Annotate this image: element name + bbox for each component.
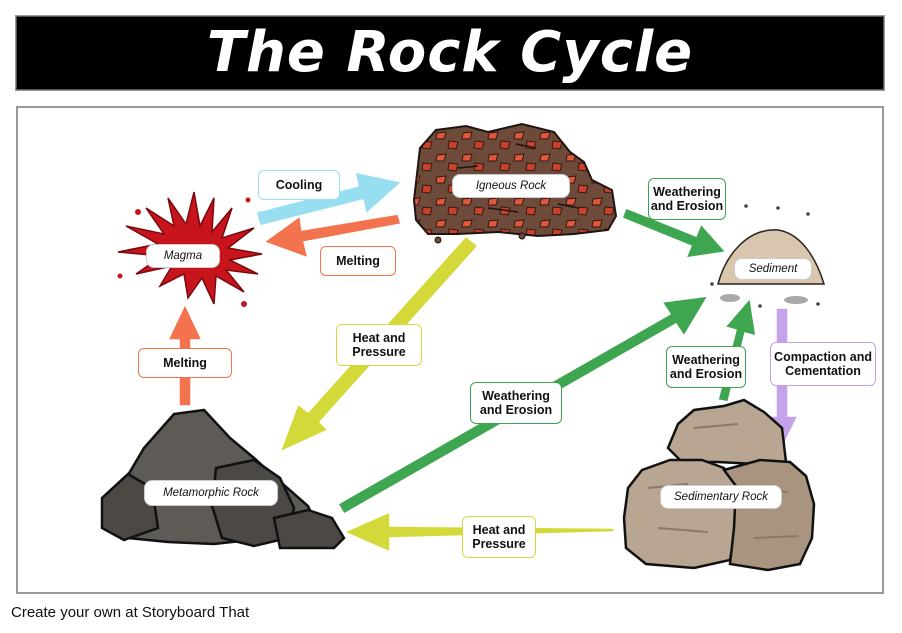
- node-igneous-label: Igneous Rock: [452, 174, 570, 198]
- label-heat-pressure-center: Heat and Pressure: [336, 324, 422, 366]
- label-heat-pressure-bottom-line1: Heat and: [472, 523, 526, 537]
- node-magma-label: Magma: [146, 244, 220, 268]
- title-bar: The Rock Cycle: [16, 16, 884, 90]
- label-weathering-right-line2: and Erosion: [669, 367, 743, 381]
- label-weathering-center: Weathering and Erosion: [470, 382, 562, 424]
- page-title: The Rock Cycle: [206, 20, 694, 85]
- label-weathering-top: Weathering and Erosion: [648, 178, 726, 220]
- label-weathering-top-line1: Weathering: [653, 185, 721, 199]
- label-cooling-text: Cooling: [275, 178, 323, 192]
- label-melting-left: Melting: [138, 348, 232, 378]
- label-melting-top: Melting: [320, 246, 396, 276]
- label-weathering-center-line1: Weathering: [482, 389, 550, 403]
- diagram-panel: Igneous Rock Magma Sediment Metamorphic …: [16, 106, 884, 594]
- label-melting-top-text: Melting: [336, 254, 380, 268]
- label-weathering-right: Weathering and Erosion: [666, 346, 746, 388]
- sediment-pile: [710, 204, 826, 308]
- label-weathering-top-line2: and Erosion: [650, 199, 724, 213]
- footer-credit[interactable]: Create your own at Storyboard That: [11, 604, 250, 621]
- label-heat-pressure-center-line1: Heat and: [352, 331, 406, 345]
- label-heat-pressure-bottom: Heat and Pressure: [462, 516, 536, 558]
- label-weathering-center-line2: and Erosion: [479, 403, 553, 417]
- label-melting-left-text: Melting: [163, 356, 207, 370]
- arrow-melting-top: [262, 213, 402, 260]
- label-heat-pressure-center-line2: Pressure: [352, 345, 406, 359]
- label-weathering-right-line1: Weathering: [672, 353, 740, 367]
- label-heat-pressure-bottom-line2: Pressure: [472, 537, 526, 551]
- node-metamorphic-label: Metamorphic Rock: [144, 480, 278, 506]
- node-sedimentary-label: Sedimentary Rock: [660, 485, 782, 509]
- label-cooling: Cooling: [258, 170, 340, 200]
- label-compaction-line2: Cementation: [785, 364, 861, 378]
- label-compaction-line1: Compaction and: [774, 350, 872, 364]
- label-compaction: Compaction and Cementation: [770, 342, 876, 386]
- node-sediment-label: Sediment: [734, 258, 812, 280]
- arrow-weathering-top: [621, 207, 728, 259]
